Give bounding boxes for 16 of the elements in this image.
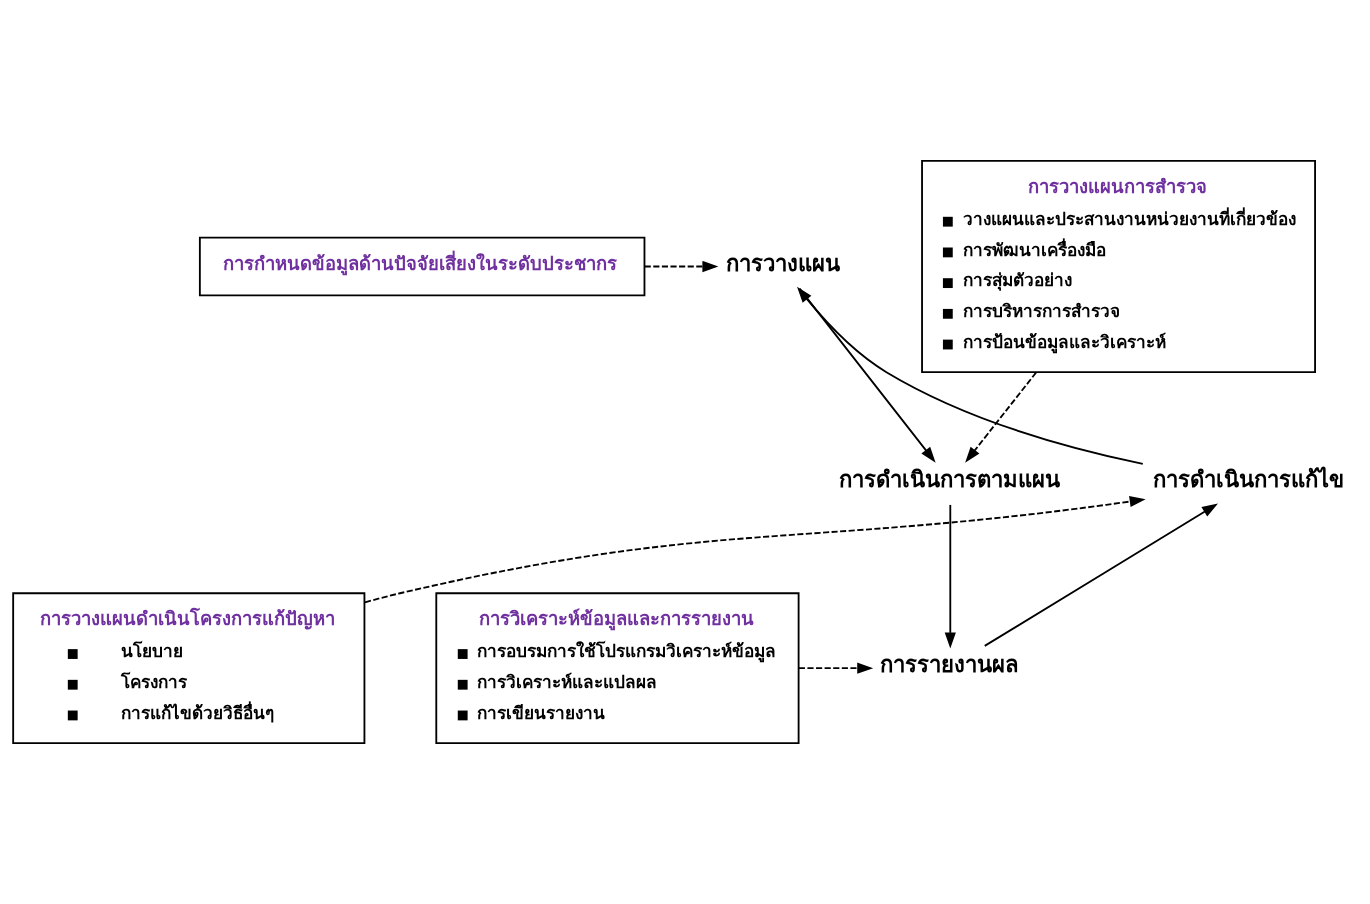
arrow	[643, 260, 719, 273]
node-text: การรายงานผล	[880, 651, 1020, 678]
arrow	[965, 371, 1038, 463]
node-box: การกำหนดข้อมูลด้านปัจจัยเสี่ยงในระดับประชากร	[198, 236, 646, 297]
arrow	[944, 504, 956, 649]
arrow	[364, 496, 1146, 604]
arrow	[798, 287, 936, 463]
arrow	[797, 662, 874, 674]
node-box: การวางแผนการสำรวจ วางแผนและประสานงานหน่วยงานที่เกี่ยวข้อง การพัฒนาเครื่องมือ การสุ่มตัวอย่าง การบริหารการสำรวจ การป้อนข้อมูลและวิเคราะห์	[921, 160, 1316, 374]
node-text: การดำเนินการตามแผน	[839, 465, 1061, 492]
node-box: การวิเคราะห์ข้อมูลและการรายงาน การอบรมการใช้โปรแกรมวิเคราะห์ข้อมูล การวิเคราะห์และแปลผล การเขียนรายงาน	[435, 592, 800, 744]
arrow	[983, 503, 1218, 647]
node-box: การวางแผนดำเนินโครงการแก้ปัญหา นโยบาย โครงการ การแก้ไขด้วยวิธีอื่นๆ	[12, 592, 366, 744]
node-text: การวางแผน	[725, 249, 840, 276]
arrow	[797, 286, 1144, 465]
node-text: การดำเนินการแก้ไข	[1152, 465, 1344, 492]
